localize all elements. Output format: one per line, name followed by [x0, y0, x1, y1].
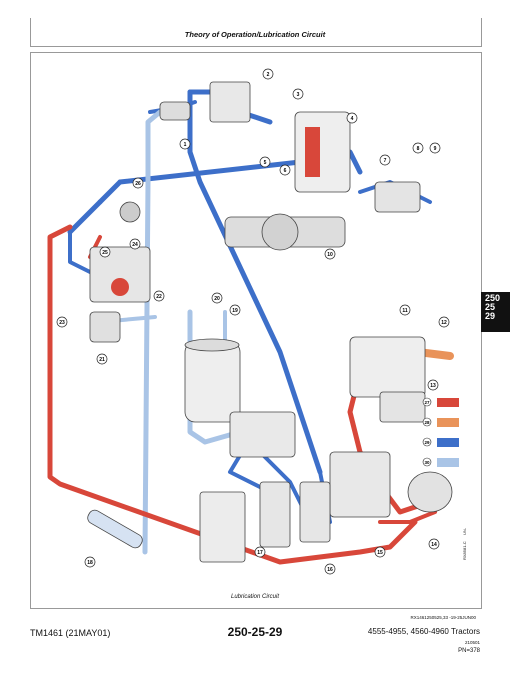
legend-swatch-28 [437, 418, 459, 427]
callout-label-4: 4 [351, 116, 354, 122]
legend-item-29: 29 [422, 437, 459, 447]
figure-side-code-2: UN- [462, 527, 467, 535]
callout-circle-13 [427, 379, 439, 391]
callout-label-1: 1 [184, 142, 187, 148]
legend: 27 28 29 30 [422, 397, 459, 467]
callout-label-2: 2 [267, 72, 270, 78]
callout-label-6: 6 [284, 168, 287, 174]
svg-text:27: 27 [424, 400, 430, 405]
callout-label-17: 17 [257, 550, 263, 556]
svg-text:28: 28 [424, 420, 430, 425]
callout-circle-10 [324, 248, 336, 260]
figure-reference-code: RX1461250525,33 -19-25JUN00 [410, 615, 476, 620]
callout-circle-15 [374, 546, 386, 558]
callout-circle-18 [84, 556, 96, 568]
callout-label-5: 5 [264, 160, 267, 166]
callout-circle-9 [429, 142, 441, 154]
figure-side-code: RX8581-C [462, 541, 467, 560]
callout-label-15: 15 [377, 550, 383, 556]
date-code: 210501 [464, 640, 480, 645]
callout-label-9: 9 [434, 146, 437, 152]
callout-circle-26 [132, 177, 144, 189]
callout-label-11: 11 [402, 308, 408, 314]
svg-text:29: 29 [424, 440, 430, 445]
section-tab-line: 25 [485, 302, 496, 312]
callout-label-20: 20 [214, 296, 220, 302]
callout-label-26: 26 [135, 181, 141, 187]
callout-circle-12 [438, 316, 450, 328]
callout-circle-19 [229, 304, 241, 316]
callout-label-21: 21 [99, 357, 105, 363]
callout-circle-20 [211, 292, 223, 304]
callout-circle-21 [96, 353, 108, 365]
callout-label-14: 14 [431, 542, 437, 548]
legend-swatch-27 [437, 398, 459, 407]
section-tab: 250 25 29 [481, 292, 510, 332]
callout-circle-4 [346, 112, 358, 124]
callout-circle-3 [292, 88, 304, 100]
callout-label-12: 12 [441, 320, 447, 326]
header-frame [30, 18, 482, 47]
page-header-title: Theory of Operation/Lubrication Circuit [184, 30, 326, 39]
callout-circle-7 [379, 154, 391, 166]
callout-label-16: 16 [327, 567, 333, 573]
callout-circle-5 [259, 156, 271, 168]
callout-circle-23 [56, 316, 68, 328]
legend-item-27: 27 [422, 397, 459, 407]
callout-circle-22 [153, 290, 165, 302]
pn-number: PN=378 [458, 648, 480, 654]
figure-caption: Lubrication Circuit [230, 594, 280, 600]
callout-label-8: 8 [417, 146, 420, 152]
callout-label-13: 13 [430, 383, 436, 389]
callout-circle-24 [129, 238, 141, 250]
callout-label-25: 25 [102, 250, 108, 256]
callout-label-7: 7 [384, 158, 387, 164]
callout-circle-11 [399, 304, 411, 316]
callout-circle-8 [412, 142, 424, 154]
callout-label-18: 18 [87, 560, 93, 566]
svg-text:30: 30 [424, 460, 430, 465]
callout-circle-16 [324, 563, 336, 575]
callout-circle-14 [428, 538, 440, 550]
callout-label-23: 23 [59, 320, 65, 326]
callout-label-3: 3 [297, 92, 300, 98]
section-tab-line: 250 [485, 293, 501, 303]
tractor-models: 4555-4955, 4560-4960 Tractors [367, 627, 480, 636]
legend-item-28: 28 [422, 417, 459, 427]
callout-label-22: 22 [156, 294, 162, 300]
callout-circle-17 [254, 546, 266, 558]
page-number: 250-25-29 [227, 625, 283, 639]
callout-circle-6 [279, 164, 291, 176]
legend-item-30: 30 [422, 457, 459, 467]
callout-circle-25 [99, 246, 111, 258]
legend-swatch-29 [437, 438, 459, 447]
manual-number: TM1461 (21MAY01) [30, 628, 111, 638]
legend-swatch-30 [437, 458, 459, 467]
callout-label-24: 24 [132, 242, 138, 248]
callout-label-10: 10 [327, 252, 333, 258]
callout-circle-1 [179, 138, 191, 150]
components [87, 81, 453, 563]
section-tab-line: 29 [485, 311, 496, 321]
callout-circle-2 [262, 68, 274, 80]
callout-label-19: 19 [232, 308, 238, 314]
